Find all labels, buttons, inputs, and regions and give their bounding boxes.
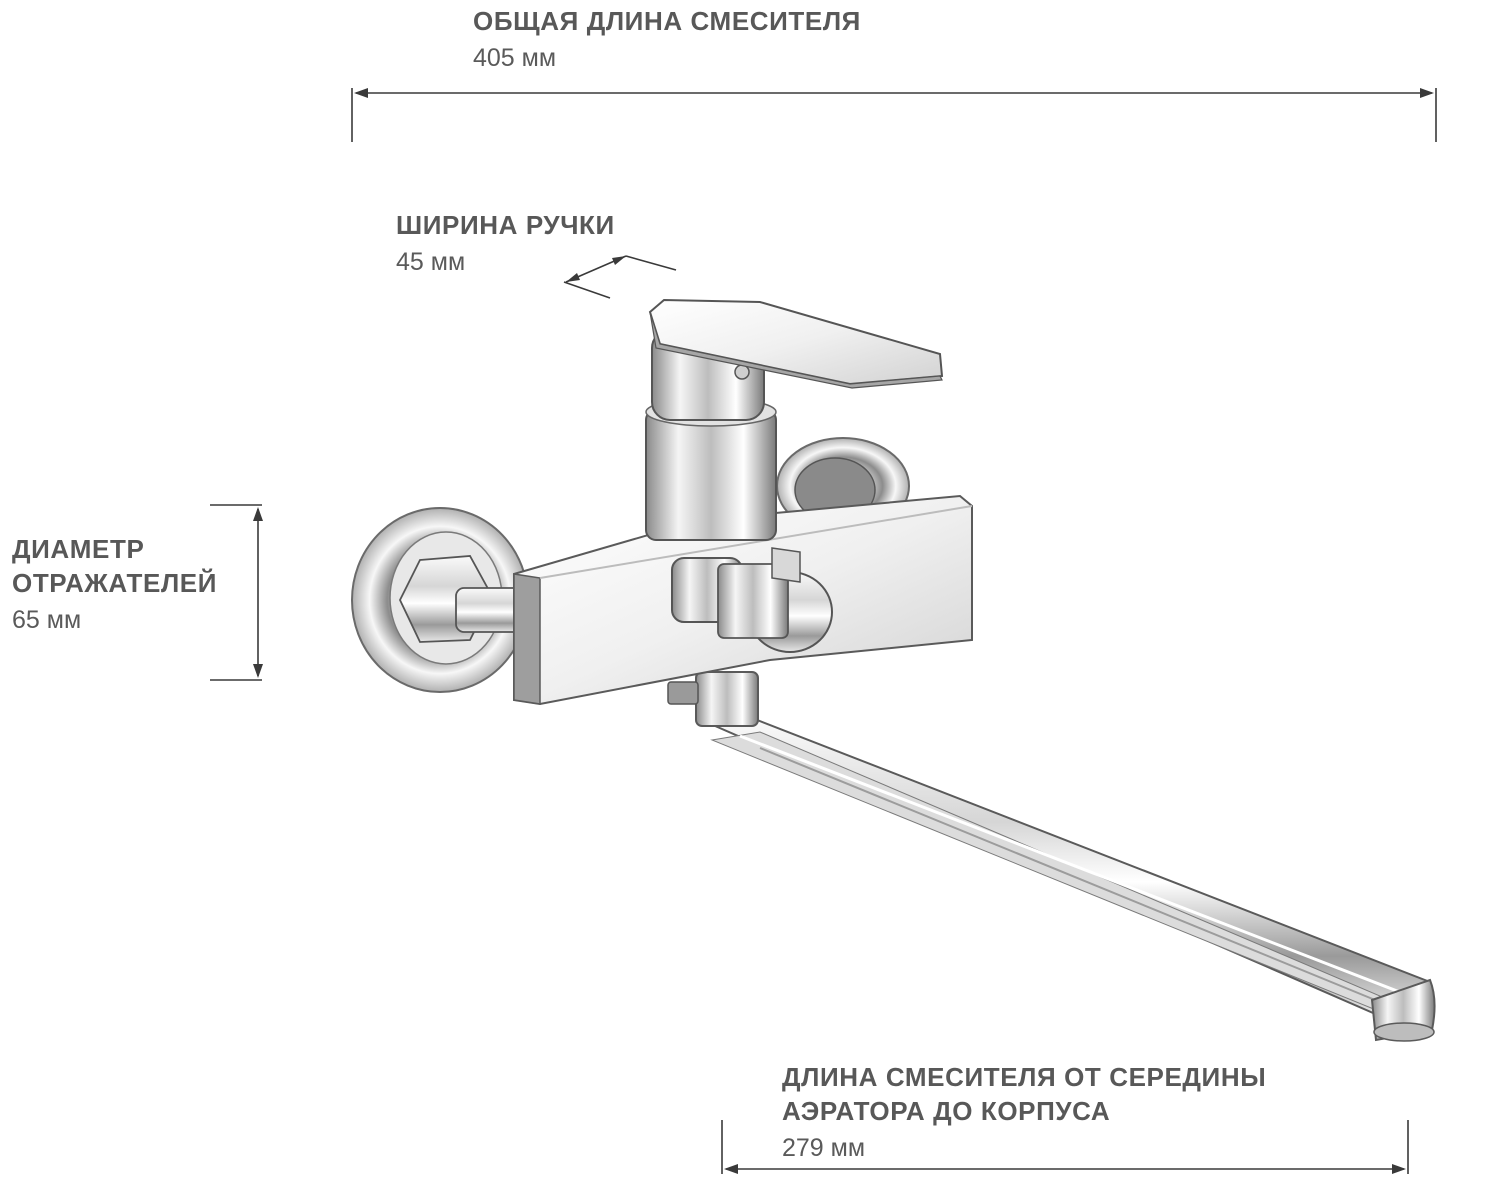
handle-width-ext-a (563, 281, 611, 299)
handle-width-value: 45 мм (396, 248, 465, 276)
reflector-diameter-dimension: ДИАМЕТР ОТРАЖАТЕЛЕЙ 65 мм (12, 504, 263, 681)
handle-width-title: ШИРИНА РУЧКИ (396, 210, 615, 240)
arrow-head (253, 507, 263, 521)
arrow-head (253, 664, 263, 678)
diverter-switch (671, 547, 833, 653)
total-length-title: ОБЩАЯ ДЛИНА СМЕСИТЕЛЯ (473, 6, 861, 36)
handle-width-dimension: ШИРИНА РУЧКИ 45 мм (396, 210, 677, 299)
arrow-head (612, 256, 626, 265)
spout-length-value: 279 мм (782, 1134, 865, 1162)
arrow-head (724, 1164, 738, 1174)
total-length-dimension: ОБЩАЯ ДЛИНА СМЕСИТЕЛЯ 405 мм (351, 6, 1437, 142)
spout-length-title-line1: ДЛИНА СМЕСИТЕЛЯ ОТ СЕРЕДИНЫ (782, 1062, 1266, 1092)
arrow-head (354, 88, 368, 98)
lever-handle (648, 298, 944, 389)
spout-neck (667, 671, 759, 727)
arrow-head (1392, 1164, 1406, 1174)
total-length-value: 405 мм (473, 44, 556, 72)
spout-length-title-line2: АЭРАТОРА ДО КОРПУСА (782, 1096, 1110, 1126)
spout (705, 716, 1432, 1018)
faucet-illustration (351, 298, 1436, 1042)
spout-length-dimension: ДЛИНА СМЕСИТЕЛЯ ОТ СЕРЕДИНЫ АЭРАТОРА ДО … (721, 1062, 1409, 1174)
reflector-diameter-value: 65 мм (12, 606, 81, 634)
handle-width-ext-b (625, 255, 677, 271)
reflector-diameter-title-line1: ДИАМЕТР (12, 534, 144, 564)
arrow-head (566, 273, 580, 282)
aerator (1370, 978, 1436, 1042)
reflector-diameter-title-line2: ОТРАЖАТЕЛЕЙ (12, 568, 217, 598)
left-reflector (351, 507, 529, 693)
arrow-head (1420, 88, 1434, 98)
